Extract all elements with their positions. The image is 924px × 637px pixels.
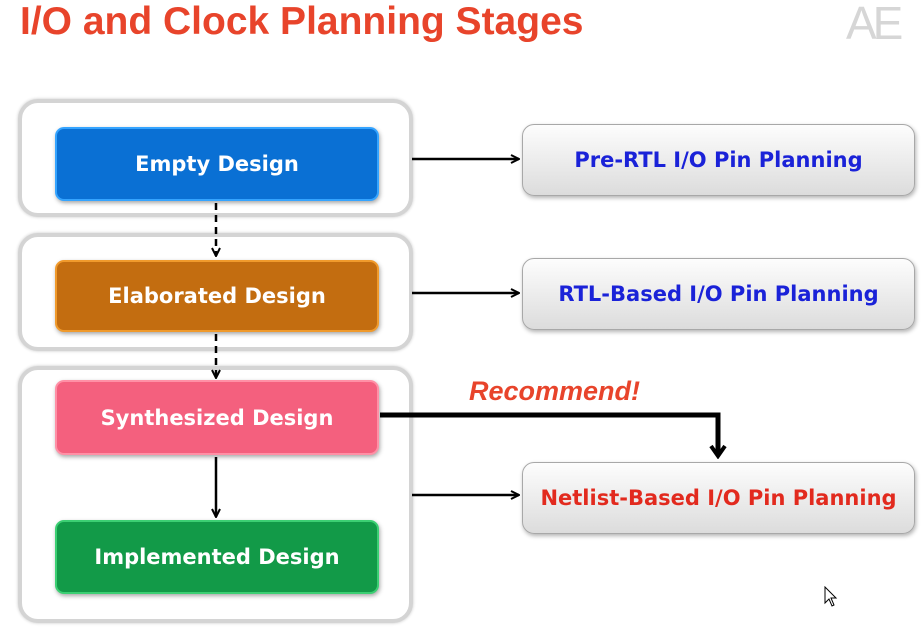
stage-label: Empty Design — [135, 152, 299, 176]
stage-label: Elaborated Design — [108, 284, 326, 308]
stage-label: Implemented Design — [94, 545, 340, 569]
stage-label: Synthesized Design — [100, 405, 334, 430]
plan-label: Pre-RTL I/O Pin Planning — [574, 148, 863, 172]
logo: AE — [846, 0, 903, 49]
plan-rtl-based: RTL-Based I/O Pin Planning — [522, 258, 915, 330]
plan-netlist-based: Netlist-Based I/O Pin Planning — [522, 462, 915, 534]
stage-synthesized-design: Synthesized Design — [55, 380, 379, 455]
stage-elaborated-design: Elaborated Design — [55, 260, 379, 332]
plan-label: Netlist-Based I/O Pin Planning — [540, 486, 897, 510]
stage-implemented-design: Implemented Design — [55, 520, 379, 594]
plan-label: RTL-Based I/O Pin Planning — [558, 282, 879, 306]
arrow-recommend — [380, 412, 718, 456]
plan-pre-rtl: Pre-RTL I/O Pin Planning — [522, 124, 915, 196]
page-title: I/O and Clock Planning Stages — [20, 0, 584, 43]
stage-empty-design: Empty Design — [55, 127, 379, 201]
mouse-cursor-icon — [824, 586, 838, 607]
recommend-label: Recommend! — [469, 376, 641, 406]
